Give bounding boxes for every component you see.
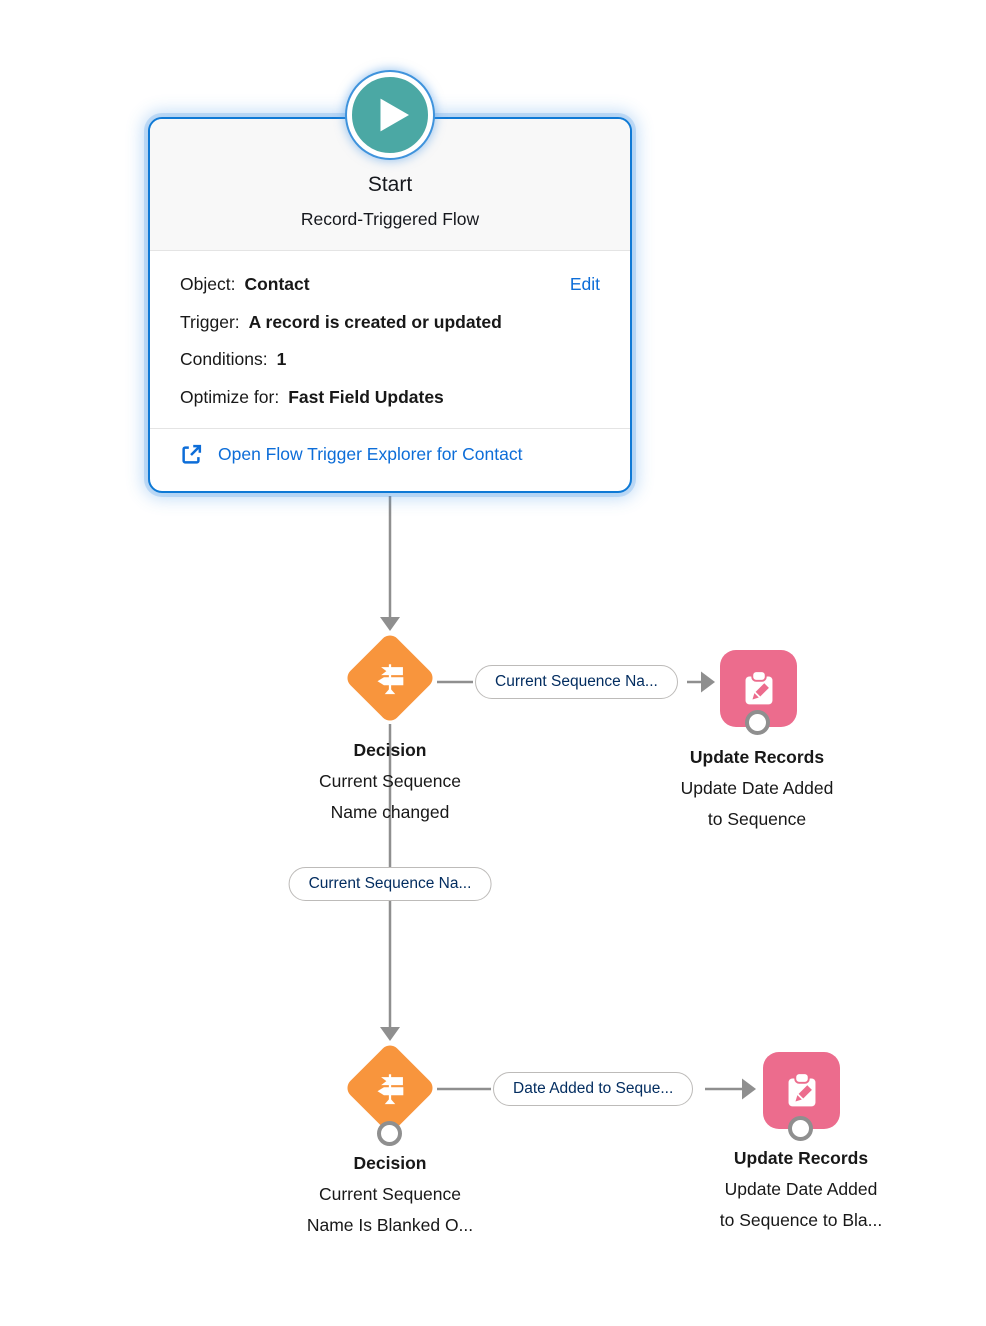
play-button[interactable] xyxy=(347,72,433,158)
row-label: Optimize for: xyxy=(180,386,280,407)
object-row: Object: Contact Edit xyxy=(180,266,600,304)
signpost-icon xyxy=(344,1042,436,1134)
row-value: Fast Field Updates xyxy=(288,386,444,407)
connector-dot[interactable] xyxy=(377,1121,402,1146)
footer-link-label: Open Flow Trigger Explorer for Contact xyxy=(218,444,523,464)
conditions-row: Conditions: 1 xyxy=(180,341,600,379)
row-value: Contact xyxy=(244,274,310,294)
play-icon xyxy=(380,98,409,132)
row-label: Conditions: xyxy=(180,349,268,369)
row-value: 1 xyxy=(276,349,287,369)
signpost-icon xyxy=(344,632,436,724)
open-flow-trigger-explorer-link[interactable]: Open Flow Trigger Explorer for Contact xyxy=(150,428,630,480)
trigger-row: Trigger: A record is created or updated xyxy=(180,304,600,342)
start-subtitle: Record-Triggered Flow xyxy=(300,209,480,229)
row-label: Trigger: xyxy=(180,311,240,332)
row-label: Object: xyxy=(180,274,236,294)
row-value: A record is created or updated xyxy=(248,311,502,332)
branch-label-pill[interactable]: Current Sequence Na... xyxy=(288,867,492,901)
update-records-2-label: Update Records Update Date Added to Sequ… xyxy=(719,1148,883,1230)
branch-label-pill[interactable]: Current Sequence Na... xyxy=(475,665,678,699)
update-records-1-label: Update Records Update Date Added to Sequ… xyxy=(680,747,834,829)
start-node[interactable]: Start Record-Triggered Flow Object: Cont… xyxy=(148,72,632,493)
decision-node-1[interactable] xyxy=(343,631,437,725)
connector-dot[interactable] xyxy=(788,1116,813,1141)
optimize-row: Optimize for: Fast Field Updates xyxy=(180,379,600,417)
branch-label-pill[interactable]: Date Added to Seque... xyxy=(493,1072,694,1106)
clipboard-pencil-icon xyxy=(788,1071,815,1106)
decision-1-label: Decision Current Sequence Name changed xyxy=(318,740,462,822)
edit-link[interactable]: Edit xyxy=(569,274,600,294)
decision-2-label: Decision Current Sequence Name Is Blanke… xyxy=(306,1153,474,1235)
start-details: Object: Contact Edit Trigger: A record i… xyxy=(150,251,630,428)
decision-node-2[interactable] xyxy=(343,1041,437,1135)
connector-dot[interactable] xyxy=(745,710,770,735)
external-link-icon xyxy=(182,444,202,464)
clipboard-pencil-icon xyxy=(745,669,772,704)
start-title: Start xyxy=(367,173,413,196)
